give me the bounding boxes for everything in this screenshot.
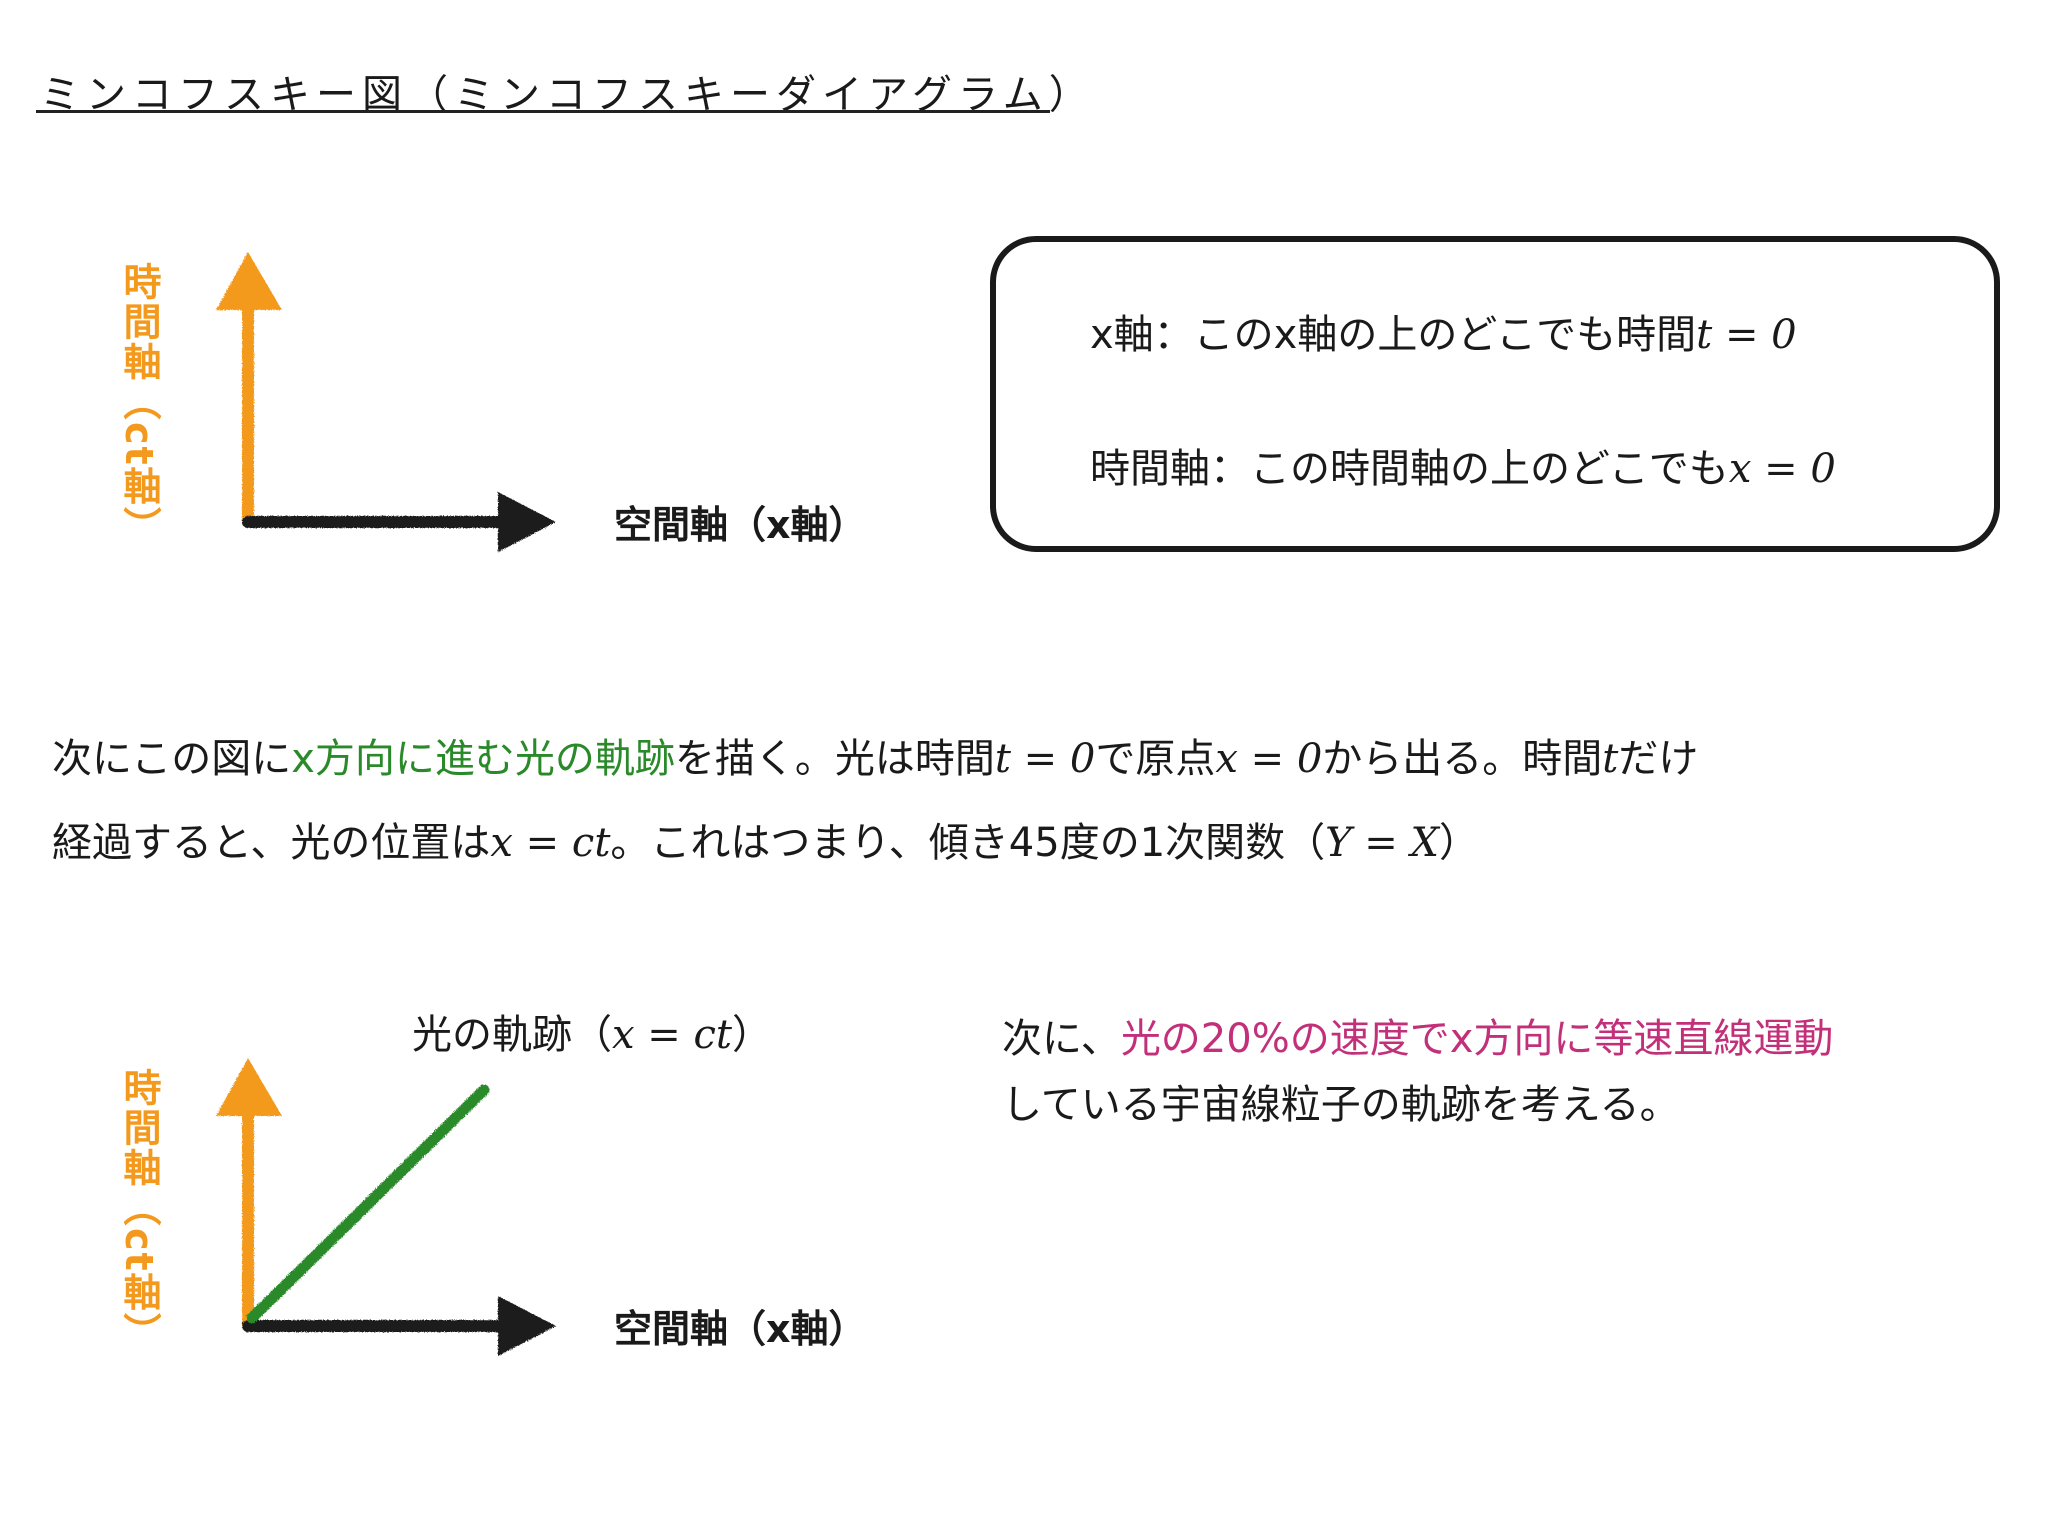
light-path-label: 光の軌跡（x = ct）: [412, 1002, 772, 1060]
info-box-line2-math: x = 0: [1728, 446, 1836, 492]
diagram2-space-arrowhead: [498, 1296, 556, 1356]
info-box-line1: x軸：このx軸の上のどこでも時間t = 0: [1090, 302, 1797, 360]
diagram1-time-arrowhead: [216, 252, 282, 310]
p1-math-t0: t = 0: [994, 736, 1096, 782]
light-path-label-math: x = ct: [612, 1012, 732, 1058]
diagram1-time-axis-label: 時間軸（ct軸）: [117, 262, 161, 547]
p1-math-yx: Y = X: [1325, 820, 1439, 866]
light-path-label-close: ）: [731, 1012, 772, 1058]
light-path-label-text: 光の軌跡（: [412, 1012, 612, 1058]
info-box-line2-text: 時間軸：この時間軸の上のどこでも: [1090, 446, 1729, 492]
p1-text-h: ）: [1438, 820, 1479, 866]
info-box-line2: 時間軸：この時間軸の上のどこでもx = 0: [1090, 436, 1836, 494]
p2-highlight-pink: 光の20%の速度でx方向に等速直線運動: [1120, 1016, 1834, 1062]
info-box-line1-text: x軸：このx軸の上のどこでも時間: [1090, 312, 1697, 358]
diagram2-time-axis-label: 時間軸（ct軸）: [117, 1068, 161, 1353]
p1-text-b: を描く。光は時間: [674, 736, 995, 782]
info-box-line1-math: t = 0: [1696, 312, 1797, 358]
title-underline: [36, 110, 1050, 113]
p2-text-a: 次に、: [1002, 1016, 1121, 1062]
info-box: [990, 236, 2000, 552]
p1-text-c: で原点: [1095, 736, 1216, 782]
diagram1-space-axis-label: 空間軸（x軸）: [614, 503, 867, 547]
p1-text-a: 次にこの図に: [52, 736, 292, 782]
p1-math-x0: x = 0: [1215, 736, 1323, 782]
light-path-line: [246, 1084, 490, 1324]
diagram1: [216, 252, 556, 552]
p1-text-g: 。これはつまり、傾き45度の1次関数（: [610, 820, 1326, 866]
p1-math-t: t: [1602, 736, 1619, 782]
paragraph2-line2: している宇宙線粒子の軌跡を考える。: [1002, 1082, 1680, 1128]
p1-text-e: だけ: [1618, 736, 1699, 782]
diagram1-space-arrowhead: [498, 492, 556, 552]
diagram2-space-axis-label: 空間軸（x軸）: [614, 1307, 867, 1351]
diagram2: [216, 1058, 556, 1356]
diagram2-time-arrowhead: [216, 1058, 282, 1116]
paragraph2-line1: 次に、光の20%の速度でx方向に等速直線運動: [1002, 1006, 1833, 1064]
paragraph1-line2: 経過すると、光の位置はx = ct。これはつまり、傾き45度の1次関数（Y = …: [52, 810, 1479, 868]
p1-highlight-green: x方向に進む光の軌跡: [291, 736, 675, 782]
paragraph1-line1: 次にこの図にx方向に進む光の軌跡を描く。光は時間t = 0で原点x = 0から出…: [52, 726, 1698, 784]
p1-text-d: から出る。時間: [1322, 736, 1603, 782]
p1-math-xct: x = ct: [490, 820, 611, 866]
p1-text-f: 経過すると、光の位置は: [52, 820, 491, 866]
